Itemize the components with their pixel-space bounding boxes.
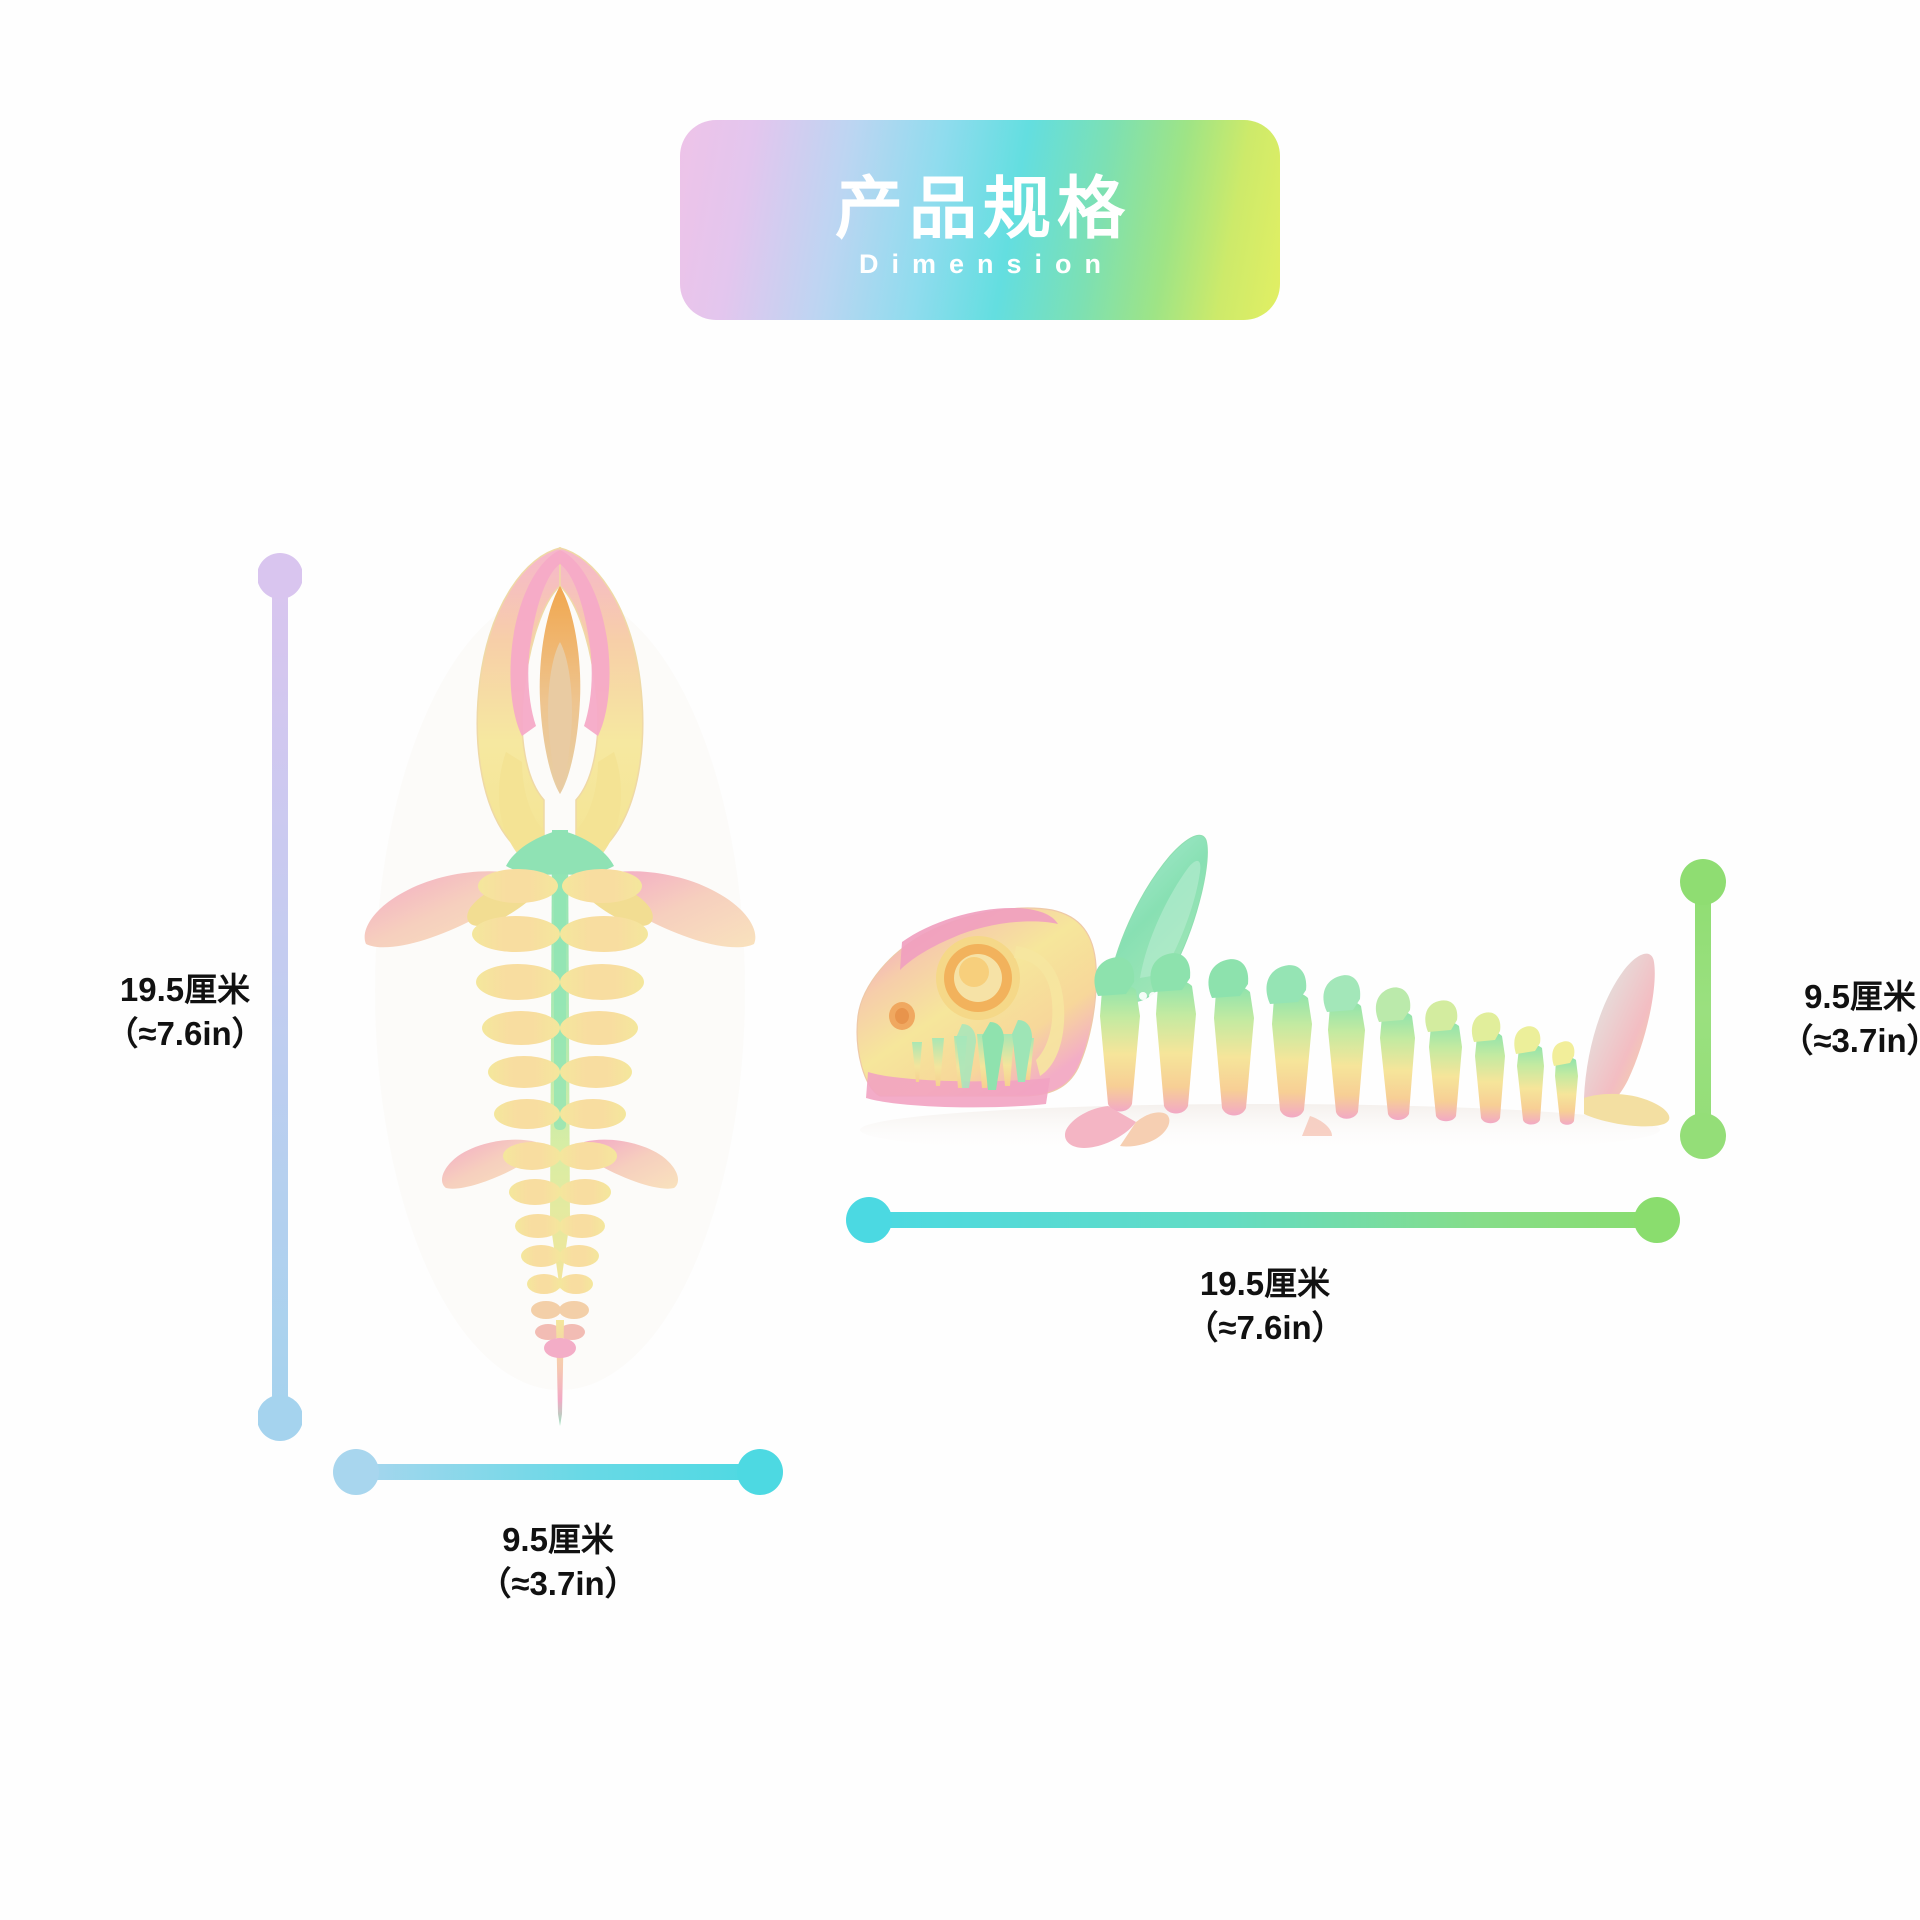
- measure-label-top-view-height: 19.5厘米 （≈7.6in）: [60, 968, 310, 1056]
- measure-value-in: （≈7.6in）: [105, 1014, 265, 1052]
- measure-bar-top-view-width: [332, 1448, 784, 1496]
- measure-value-cm: 19.5厘米: [119, 971, 251, 1008]
- header-banner: 产品规格 Dimension: [680, 120, 1280, 320]
- measure-value-in: （≈7.6in）: [1185, 1308, 1345, 1346]
- measure-bar-side-view-height: [1679, 858, 1727, 1160]
- measure-value-cm: 9.5厘米: [1804, 978, 1916, 1015]
- fish-skeleton-side-view-image: [840, 830, 1700, 1190]
- measure-value-cm: 9.5厘米: [502, 1521, 614, 1558]
- page-subtitle: Dimension: [858, 249, 1115, 280]
- measure-label-top-view-width: 9.5厘米 （≈3.7in）: [433, 1518, 683, 1606]
- measure-label-side-view-length: 19.5厘米 （≈7.6in）: [1140, 1262, 1390, 1350]
- fish-skeleton-top-view-image: [330, 530, 790, 1430]
- measure-value-in: （≈3.7in）: [1780, 1021, 1920, 1059]
- measure-value-cm: 19.5厘米: [1199, 1265, 1331, 1302]
- measure-bar-side-view-length: [845, 1196, 1681, 1244]
- measure-value-in: （≈3.7in）: [478, 1564, 638, 1602]
- measure-bar-top-view-height: [257, 552, 303, 1442]
- page-title: 产品规格: [834, 170, 1131, 247]
- measure-label-side-view-height: 9.5厘米 （≈3.7in）: [1745, 975, 1920, 1063]
